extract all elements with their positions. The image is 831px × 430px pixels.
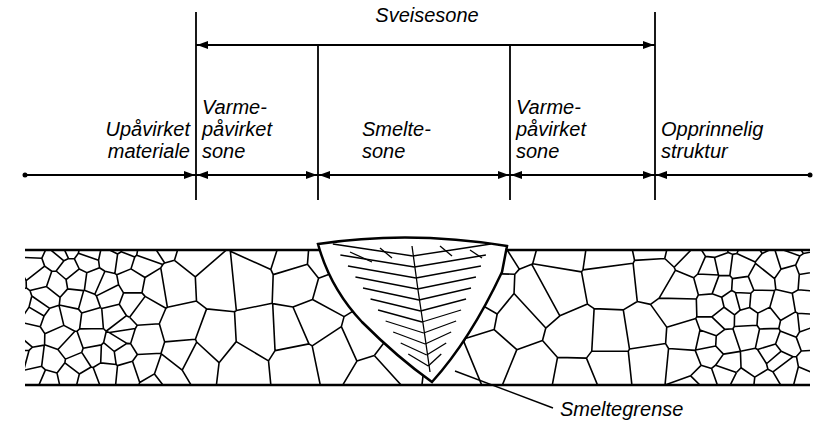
dendrite <box>416 266 481 278</box>
zone-label: Smelte- sone <box>362 118 431 162</box>
dendrite <box>424 321 457 333</box>
dendrite <box>355 277 417 289</box>
end-dot <box>23 173 28 178</box>
dendrite <box>401 343 427 355</box>
zone-label: Upåvirket materiale <box>106 118 190 162</box>
dendrite <box>421 299 467 311</box>
zone-label: Opprinnelig struktur <box>661 118 763 162</box>
dendrite <box>414 255 486 267</box>
dendrite <box>340 255 414 267</box>
dendrite <box>422 310 461 322</box>
dendrite <box>427 343 447 355</box>
dendrite <box>386 321 424 333</box>
plate-bottom <box>25 384 810 387</box>
arrowhead <box>184 171 195 179</box>
arrowheads <box>23 41 813 179</box>
dendrite <box>380 248 392 258</box>
arrowhead <box>656 171 667 179</box>
dendrite <box>470 250 482 258</box>
dendrite <box>363 288 419 300</box>
zone-label: Varme- påvirket sone <box>516 96 586 162</box>
end-dot <box>808 173 813 178</box>
dendrite <box>378 310 422 322</box>
dendrite <box>428 354 441 366</box>
arrowhead <box>498 171 509 179</box>
arrowhead <box>511 171 522 179</box>
dimension-lines <box>25 12 810 200</box>
dendrite <box>371 299 421 311</box>
arrowhead <box>306 171 317 179</box>
zone-title: Sveisesone <box>375 4 478 26</box>
arrowhead <box>197 171 208 179</box>
leader-line <box>455 371 553 408</box>
dendrites <box>333 244 491 372</box>
callout-label: Smeltegrense <box>560 398 683 420</box>
arrowhead <box>643 41 654 49</box>
dendrite <box>348 266 416 278</box>
zone-label: Varme- påvirket sone <box>202 96 272 162</box>
dendrite <box>425 332 451 344</box>
arrowhead <box>197 41 208 49</box>
dendrite <box>419 288 471 300</box>
dendrite <box>333 244 413 256</box>
dendrite <box>350 252 372 262</box>
dendrite <box>417 277 476 289</box>
weld-bead <box>318 237 507 382</box>
dendrite <box>440 246 452 256</box>
dendrite <box>393 332 425 344</box>
dendrite <box>413 244 491 256</box>
arrowhead <box>643 171 654 179</box>
arrowhead <box>319 171 330 179</box>
dendrite <box>408 354 428 366</box>
